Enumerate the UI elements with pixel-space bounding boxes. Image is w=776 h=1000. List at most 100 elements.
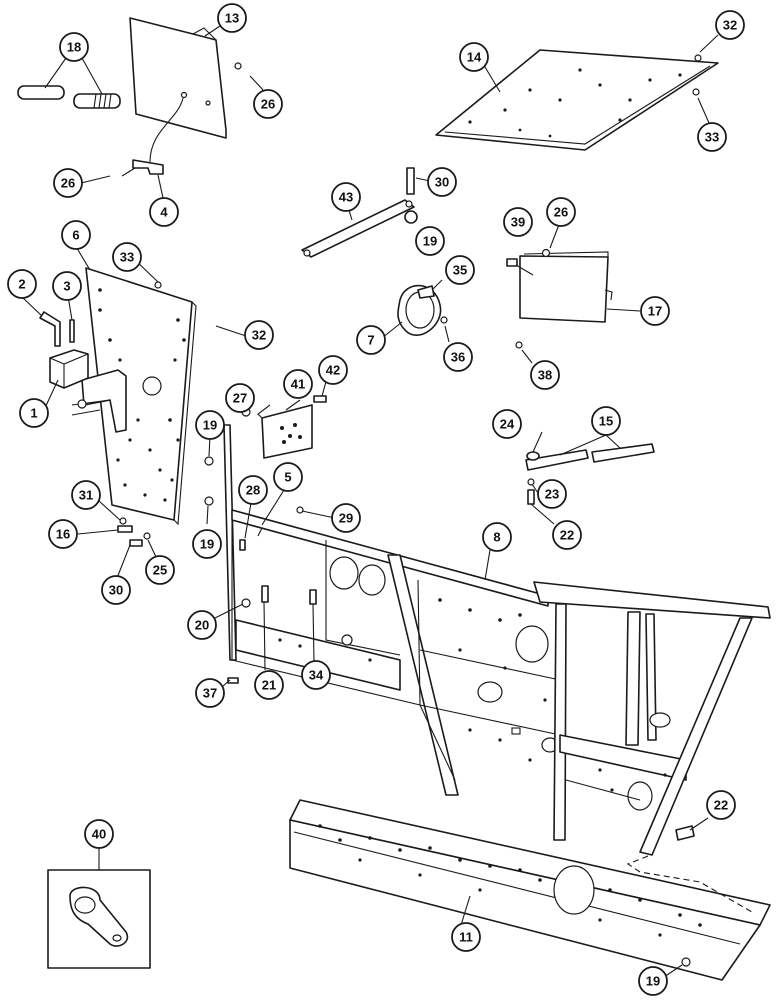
wear-strips-15 — [525, 443, 655, 505]
callout-19: 19 — [638, 966, 668, 996]
callout-4: 4 — [149, 197, 179, 227]
callout-13: 13 — [217, 3, 247, 33]
plate-41 — [241, 395, 327, 459]
callout-label: 27 — [233, 391, 247, 406]
callout-label: 42 — [326, 363, 340, 378]
lever-2 — [39, 311, 89, 389]
pin-18 — [17, 85, 121, 109]
callout-36: 36 — [443, 342, 473, 372]
callout-37: 37 — [195, 678, 225, 708]
clamp-inset-40 — [47, 869, 151, 969]
callout-label: 35 — [453, 263, 467, 278]
callout-label: 21 — [262, 678, 276, 693]
callout-label: 30 — [109, 583, 123, 598]
callout-23: 23 — [537, 479, 567, 509]
callout-42: 42 — [318, 355, 348, 385]
leader-lines — [22, 25, 719, 978]
callout-label: 25 — [153, 563, 167, 578]
channel-11 — [289, 799, 771, 981]
gasket-7 — [397, 284, 448, 336]
callout-label: 23 — [545, 487, 559, 502]
callout-27: 28 — [238, 475, 268, 505]
top-plate-14 — [435, 49, 719, 151]
callout-16: 16 — [48, 519, 78, 549]
strap-bar — [223, 424, 237, 661]
callout-label: 37 — [203, 686, 217, 701]
callout-label: 24 — [500, 417, 515, 432]
callout-11: 11 — [451, 922, 481, 952]
callout-17: 17 — [640, 296, 670, 326]
callout-35: 35 — [445, 255, 475, 285]
callout-label: 17 — [648, 304, 662, 319]
callout-label: 18 — [67, 40, 81, 55]
hardware-19 — [117, 456, 317, 684]
frame-8 — [231, 509, 771, 856]
callout-label: 41 — [291, 377, 305, 392]
callout-label: 22 — [560, 528, 574, 543]
callout-33: 33 — [697, 122, 727, 152]
callout-3: 3 — [52, 271, 82, 301]
panel-6 — [71, 267, 197, 526]
callout-7: 7 — [356, 325, 386, 355]
callout-22: 22 — [706, 790, 736, 820]
callout-label: 40 — [92, 827, 106, 842]
callout-label: 8 — [493, 530, 500, 545]
callout-label: 6 — [72, 228, 79, 243]
callout-label: 11 — [459, 930, 473, 945]
callout-39: 39 — [503, 207, 533, 237]
callout-22: 22 — [552, 520, 582, 550]
callout-label: 7 — [367, 333, 374, 348]
callout-31: 31 — [71, 480, 101, 510]
callout-41: 41 — [283, 369, 313, 399]
callout-29: 25 — [145, 555, 175, 585]
callout-label: 33 — [120, 250, 134, 265]
callout-32: 32 — [715, 10, 745, 40]
callout-8: 8 — [482, 522, 512, 552]
callout-30: 30 — [101, 575, 131, 605]
callout-label: 20 — [195, 618, 209, 633]
callout-label: 2 — [18, 277, 25, 292]
callout-34: 34 — [301, 660, 331, 690]
callout-label: 43 — [339, 190, 353, 205]
bracket-4 — [121, 159, 164, 177]
callout-33: 33 — [112, 242, 142, 272]
callout-label: 38 — [538, 368, 552, 383]
callout-19: 19 — [195, 410, 225, 440]
callout-label: 39 — [511, 215, 525, 230]
callout-label: 15 — [599, 414, 613, 429]
callout-label: 16 — [56, 527, 70, 542]
callout-15: 15 — [591, 406, 621, 436]
callout-label: 28 — [246, 483, 260, 498]
callout-label: 4 — [160, 205, 168, 220]
callout-19: 19 — [415, 226, 445, 256]
callout-2: 2 — [7, 269, 37, 299]
callout-26: 26 — [546, 197, 576, 227]
callout-label: 13 — [225, 11, 239, 26]
callout-25: 26 — [53, 168, 83, 198]
callout-label: 14 — [467, 50, 482, 65]
callout-label: 32 — [252, 328, 266, 343]
callout-label: 19 — [423, 234, 437, 249]
callout-6: 6 — [61, 220, 91, 250]
plate-13 — [129, 17, 242, 163]
rod-43 — [301, 167, 418, 258]
callout-label: 32 — [723, 18, 737, 33]
callout-1: 1 — [19, 398, 49, 428]
callout-label: 34 — [309, 668, 324, 683]
callout-label: 26 — [61, 176, 75, 191]
callout-label: 22 — [714, 798, 728, 813]
callout-5: 5 — [273, 462, 303, 492]
callout-43: 43 — [331, 182, 361, 212]
callout-label: 33 — [705, 130, 719, 145]
callout-19: 19 — [192, 529, 222, 559]
callout-label: 26 — [554, 205, 568, 220]
callout-label: 5 — [284, 470, 291, 485]
callout-21: 21 — [254, 670, 284, 700]
callout-label: 19 — [646, 974, 660, 989]
callout-26: 27 — [225, 383, 255, 413]
callout-40: 40 — [84, 819, 114, 849]
callout-26: 26 — [253, 89, 283, 119]
callout-label: 1 — [30, 406, 37, 421]
callout-label: 26 — [261, 97, 275, 112]
